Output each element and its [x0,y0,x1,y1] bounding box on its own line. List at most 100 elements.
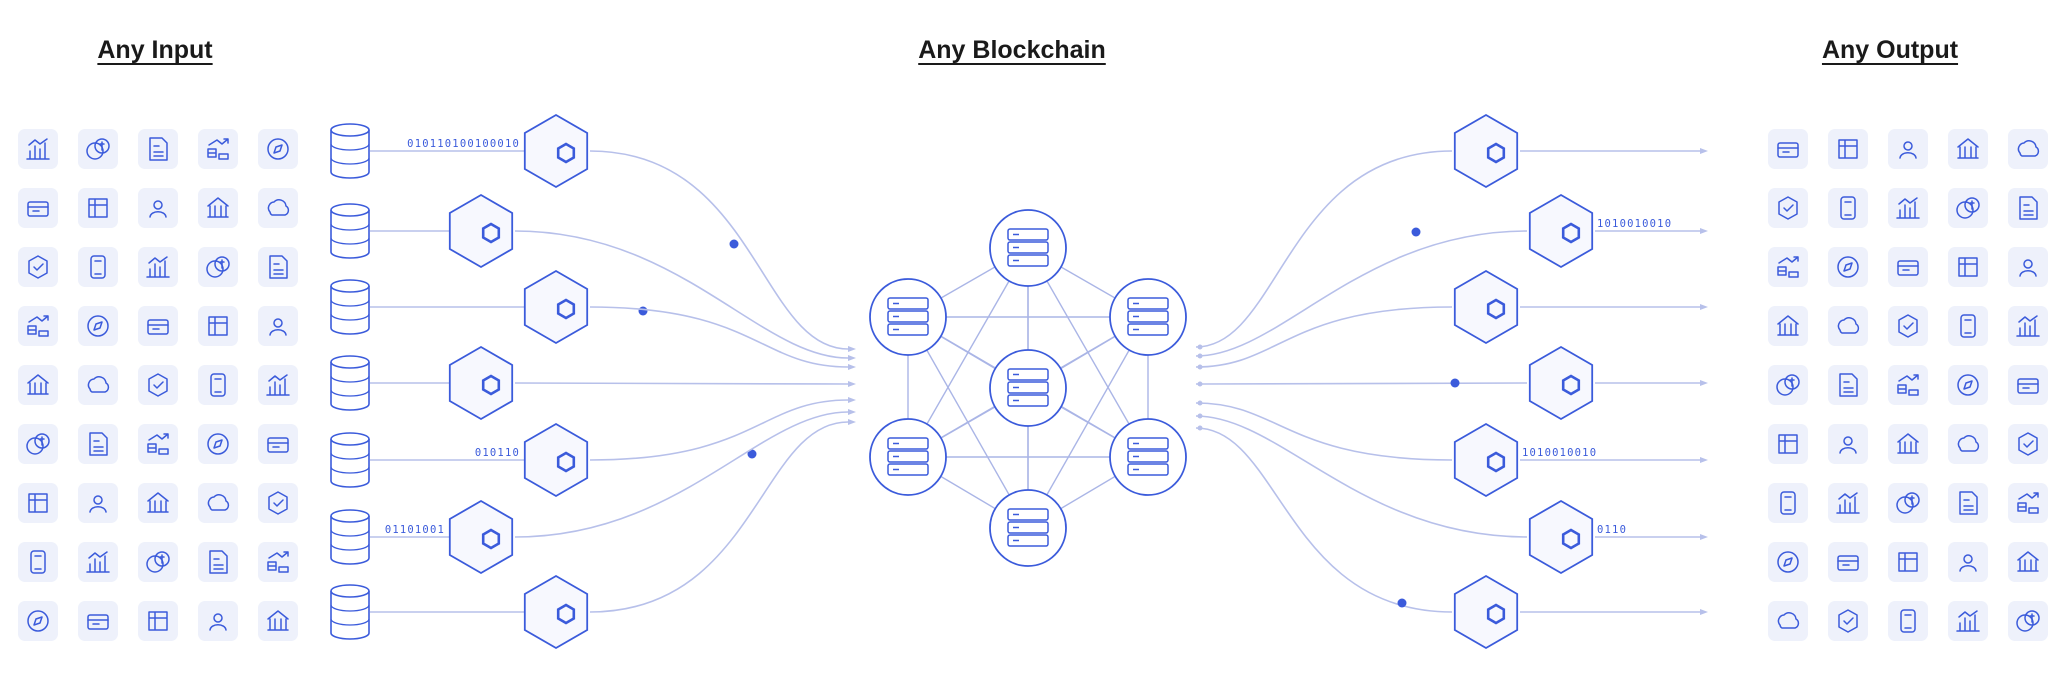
bar-chart-icon [18,129,58,169]
bitcoin-icon [1828,306,1868,346]
left-curve [514,230,849,359]
telescope-icon [78,306,118,346]
server-node-center [989,349,1067,427]
left-curve [589,421,849,613]
bit-stream-label: 1010010010 [1522,447,1597,459]
bank-icon [1828,483,1868,523]
bit-stream-label: 1010010010 [1597,218,1672,230]
phone-id-icon [138,247,178,287]
server-node-upper-left [869,278,947,356]
thermometer-icon [18,247,58,287]
globe-icon [1948,247,1988,287]
gears-icon [1888,424,1928,464]
euro-icon [2008,247,2048,287]
wallet-user-icon [258,601,298,641]
database-coins-icon [2008,601,2048,641]
sun-weather-icon [138,424,178,464]
database-icon [330,432,370,488]
data-packet-dot [1411,227,1421,237]
oracle-node-hexagon [1453,574,1519,650]
stethoscope-icon [258,424,298,464]
snow-weather-icon [258,483,298,523]
terminal-icon [1948,188,1988,228]
input-icon-grid [18,129,298,641]
skyscraper-icon [2008,424,2048,464]
tether-icon [1888,365,1928,405]
server-node-top [989,209,1067,287]
invoice-check-icon [1828,188,1868,228]
globe-vehicle-icon [18,306,58,346]
yen-icon [1828,542,1868,582]
right-curve [1195,150,1453,348]
server-rack-icon [1888,542,1928,582]
globe-lock-icon [1768,188,1808,228]
document-edit-icon [198,188,238,228]
clock-vehicle-icon [198,247,238,287]
car-service-icon [78,188,118,228]
server-list-icon [2008,365,2048,405]
puzzle-gear-icon [1768,424,1808,464]
wind-turbine-icon [138,365,178,405]
checklist-icon [1888,247,1928,287]
left-curve [589,150,849,350]
database-sync-icon [198,483,238,523]
bank-building-icon [2008,188,2048,228]
signature-icon [18,424,58,464]
stock-trend-icon [198,129,238,169]
oracle-node-hexagon [523,269,589,345]
server-node-lower-right [1109,418,1187,496]
data-packet-dot [729,239,739,249]
bit-stream-label: 010110 [475,447,520,459]
solar-panel-icon [18,188,58,228]
hard-drive-icon [1888,601,1928,641]
bank-icon [1948,129,1988,169]
data-packet-dot [747,449,757,459]
brain-icon [18,601,58,641]
chip-icon [1768,542,1808,582]
oracle-node-hexagon [448,499,514,575]
left-curve [514,411,849,538]
left-curve [589,306,849,368]
wallet-icon [1948,365,1988,405]
ethereum-icon [1888,188,1928,228]
basketball-hoop-icon [18,365,58,405]
server-node-lower-left [869,418,947,496]
map-pin-icon [18,542,58,582]
right-curve [1195,382,1528,385]
dollar-icon [1888,129,1928,169]
bit-stream-label: 01101001 [385,524,445,536]
any-input-heading: Any Input [97,36,213,64]
monitor-check-icon [1768,483,1808,523]
gavel-icon [138,188,178,228]
dai-icon [1948,424,1988,464]
database-icon [330,279,370,335]
data-packet-dot [1397,598,1407,608]
shopping-cart-icon [198,306,238,346]
users-dollar-icon [78,424,118,464]
landscape-icon [258,188,298,228]
code-window-icon [78,601,118,641]
oracle-node-hexagon [523,113,589,189]
right-curve [1195,230,1528,357]
cloud-rain-icon [258,247,298,287]
invoice-icon [138,129,178,169]
satellite-icon [258,365,298,405]
football-icon [198,424,238,464]
oracle-node-hexagon [1453,269,1519,345]
globe-dollar-icon [1828,601,1868,641]
payment-terminal-icon [1828,129,1868,169]
database-icon [330,123,370,179]
factory-icon [258,542,298,582]
binary-users-icon [138,306,178,346]
data-packet-dot [1450,378,1460,388]
atom-icon [78,483,118,523]
server-node-upper-right [1109,278,1187,356]
rocket-icon [1828,247,1868,287]
airplane-globe-icon [18,483,58,523]
pound-icon [1948,483,1988,523]
people-cloud-icon [78,247,118,287]
data-packet-dot [638,306,648,316]
government-icon [2008,306,2048,346]
right-curve [1195,415,1528,538]
